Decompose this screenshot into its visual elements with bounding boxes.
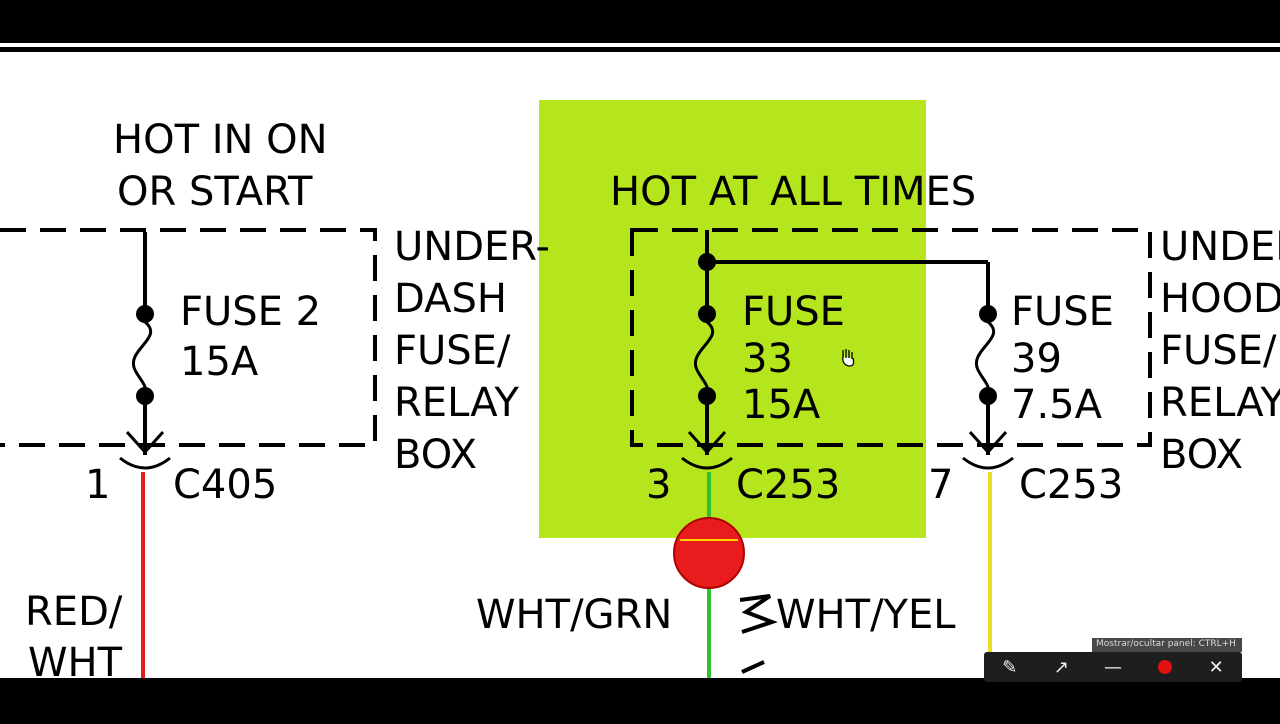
c253-pin-3: 3 bbox=[646, 462, 671, 508]
under-dash-label-5: BOX bbox=[394, 432, 477, 478]
fuse-39-number: 39 bbox=[1011, 336, 1062, 382]
under-hood-label-1: UNDER- bbox=[1160, 224, 1280, 270]
hot-in-on-label: HOT IN ON bbox=[113, 117, 328, 163]
line-icon[interactable]: — bbox=[1103, 656, 1122, 678]
hand-cursor-icon bbox=[842, 349, 855, 367]
fuse-39-terminal-top bbox=[979, 305, 997, 323]
fuse-39-label: FUSE bbox=[1011, 289, 1114, 335]
under-dash-label-4: RELAY bbox=[394, 380, 520, 426]
under-dash-label-2: DASH bbox=[394, 276, 507, 322]
fuse-33-number: 33 bbox=[742, 336, 793, 382]
fuse-2-terminal-top bbox=[136, 305, 154, 323]
under-hood-label-2: HOOD bbox=[1160, 276, 1280, 322]
fuse-33-terminal-bottom bbox=[698, 387, 716, 405]
annotation-toolbar: ✎ ↗ — ✕ bbox=[984, 652, 1242, 682]
fuse-33-symbol bbox=[693, 320, 715, 395]
c405-pin-number: 1 bbox=[85, 462, 110, 508]
fuse-33-label: FUSE bbox=[742, 289, 845, 335]
bus-junction bbox=[698, 253, 716, 271]
close-icon[interactable]: ✕ bbox=[1208, 656, 1224, 678]
under-dash-label-3: FUSE/ bbox=[394, 328, 511, 374]
c253-center-label: C253 bbox=[736, 462, 840, 508]
c405-label: C405 bbox=[173, 462, 277, 508]
under-hood-label-5: BOX bbox=[1160, 432, 1243, 478]
fuse-2-rating: 15A bbox=[180, 339, 259, 385]
fuse-39-terminal-bottom bbox=[979, 387, 997, 405]
record-icon[interactable] bbox=[1149, 654, 1181, 680]
fuse-2-circuit bbox=[119, 232, 171, 678]
fuse-33-rating: 15A bbox=[742, 382, 821, 428]
under-hood-label-3: FUSE/ bbox=[1160, 328, 1277, 374]
fuse-2-symbol bbox=[131, 320, 153, 395]
pencil-icon[interactable]: ✎ bbox=[1002, 656, 1018, 678]
c253-pin-7: 7 bbox=[928, 462, 953, 508]
c405-pin-arrow bbox=[125, 430, 165, 455]
fuse-39-symbol bbox=[974, 320, 996, 395]
fuse-2-terminal-bottom bbox=[136, 387, 154, 405]
highlight-box bbox=[539, 100, 926, 538]
splice-glyph bbox=[739, 594, 778, 634]
c253-connector-symbol bbox=[681, 456, 733, 470]
under-hood-label-4: RELAY bbox=[1160, 380, 1280, 426]
c405-connector-symbol bbox=[119, 456, 171, 470]
red-wht-label-1: RED/ bbox=[25, 589, 123, 635]
under-dash-box-outline bbox=[0, 228, 377, 447]
fuse-33-terminal-top bbox=[698, 305, 716, 323]
fuse-39-rating: 7.5A bbox=[1011, 382, 1103, 428]
wht-yel-label: WHT/YEL bbox=[776, 592, 956, 638]
fuse-39-circuit bbox=[962, 262, 1014, 678]
under-hood-box-outline bbox=[630, 228, 1152, 447]
red-probe-marker bbox=[673, 517, 745, 589]
fuse-33-circuit bbox=[673, 230, 988, 678]
bottom-letterbox bbox=[0, 678, 1280, 720]
c253-right-label: C253 bbox=[1019, 462, 1123, 508]
arrow-icon[interactable]: ↗ bbox=[1053, 656, 1069, 678]
toolbar-hint: Mostrar/ocultar panel: CTRL+H bbox=[1092, 638, 1242, 652]
hot-at-all-times-label: HOT AT ALL TIMES bbox=[610, 169, 976, 215]
wht-grn-label: WHT/GRN bbox=[476, 592, 672, 638]
fuse-2-label: FUSE 2 bbox=[180, 289, 321, 335]
or-start-label: OR START bbox=[117, 169, 313, 215]
under-dash-label-1: UNDER- bbox=[394, 224, 550, 270]
